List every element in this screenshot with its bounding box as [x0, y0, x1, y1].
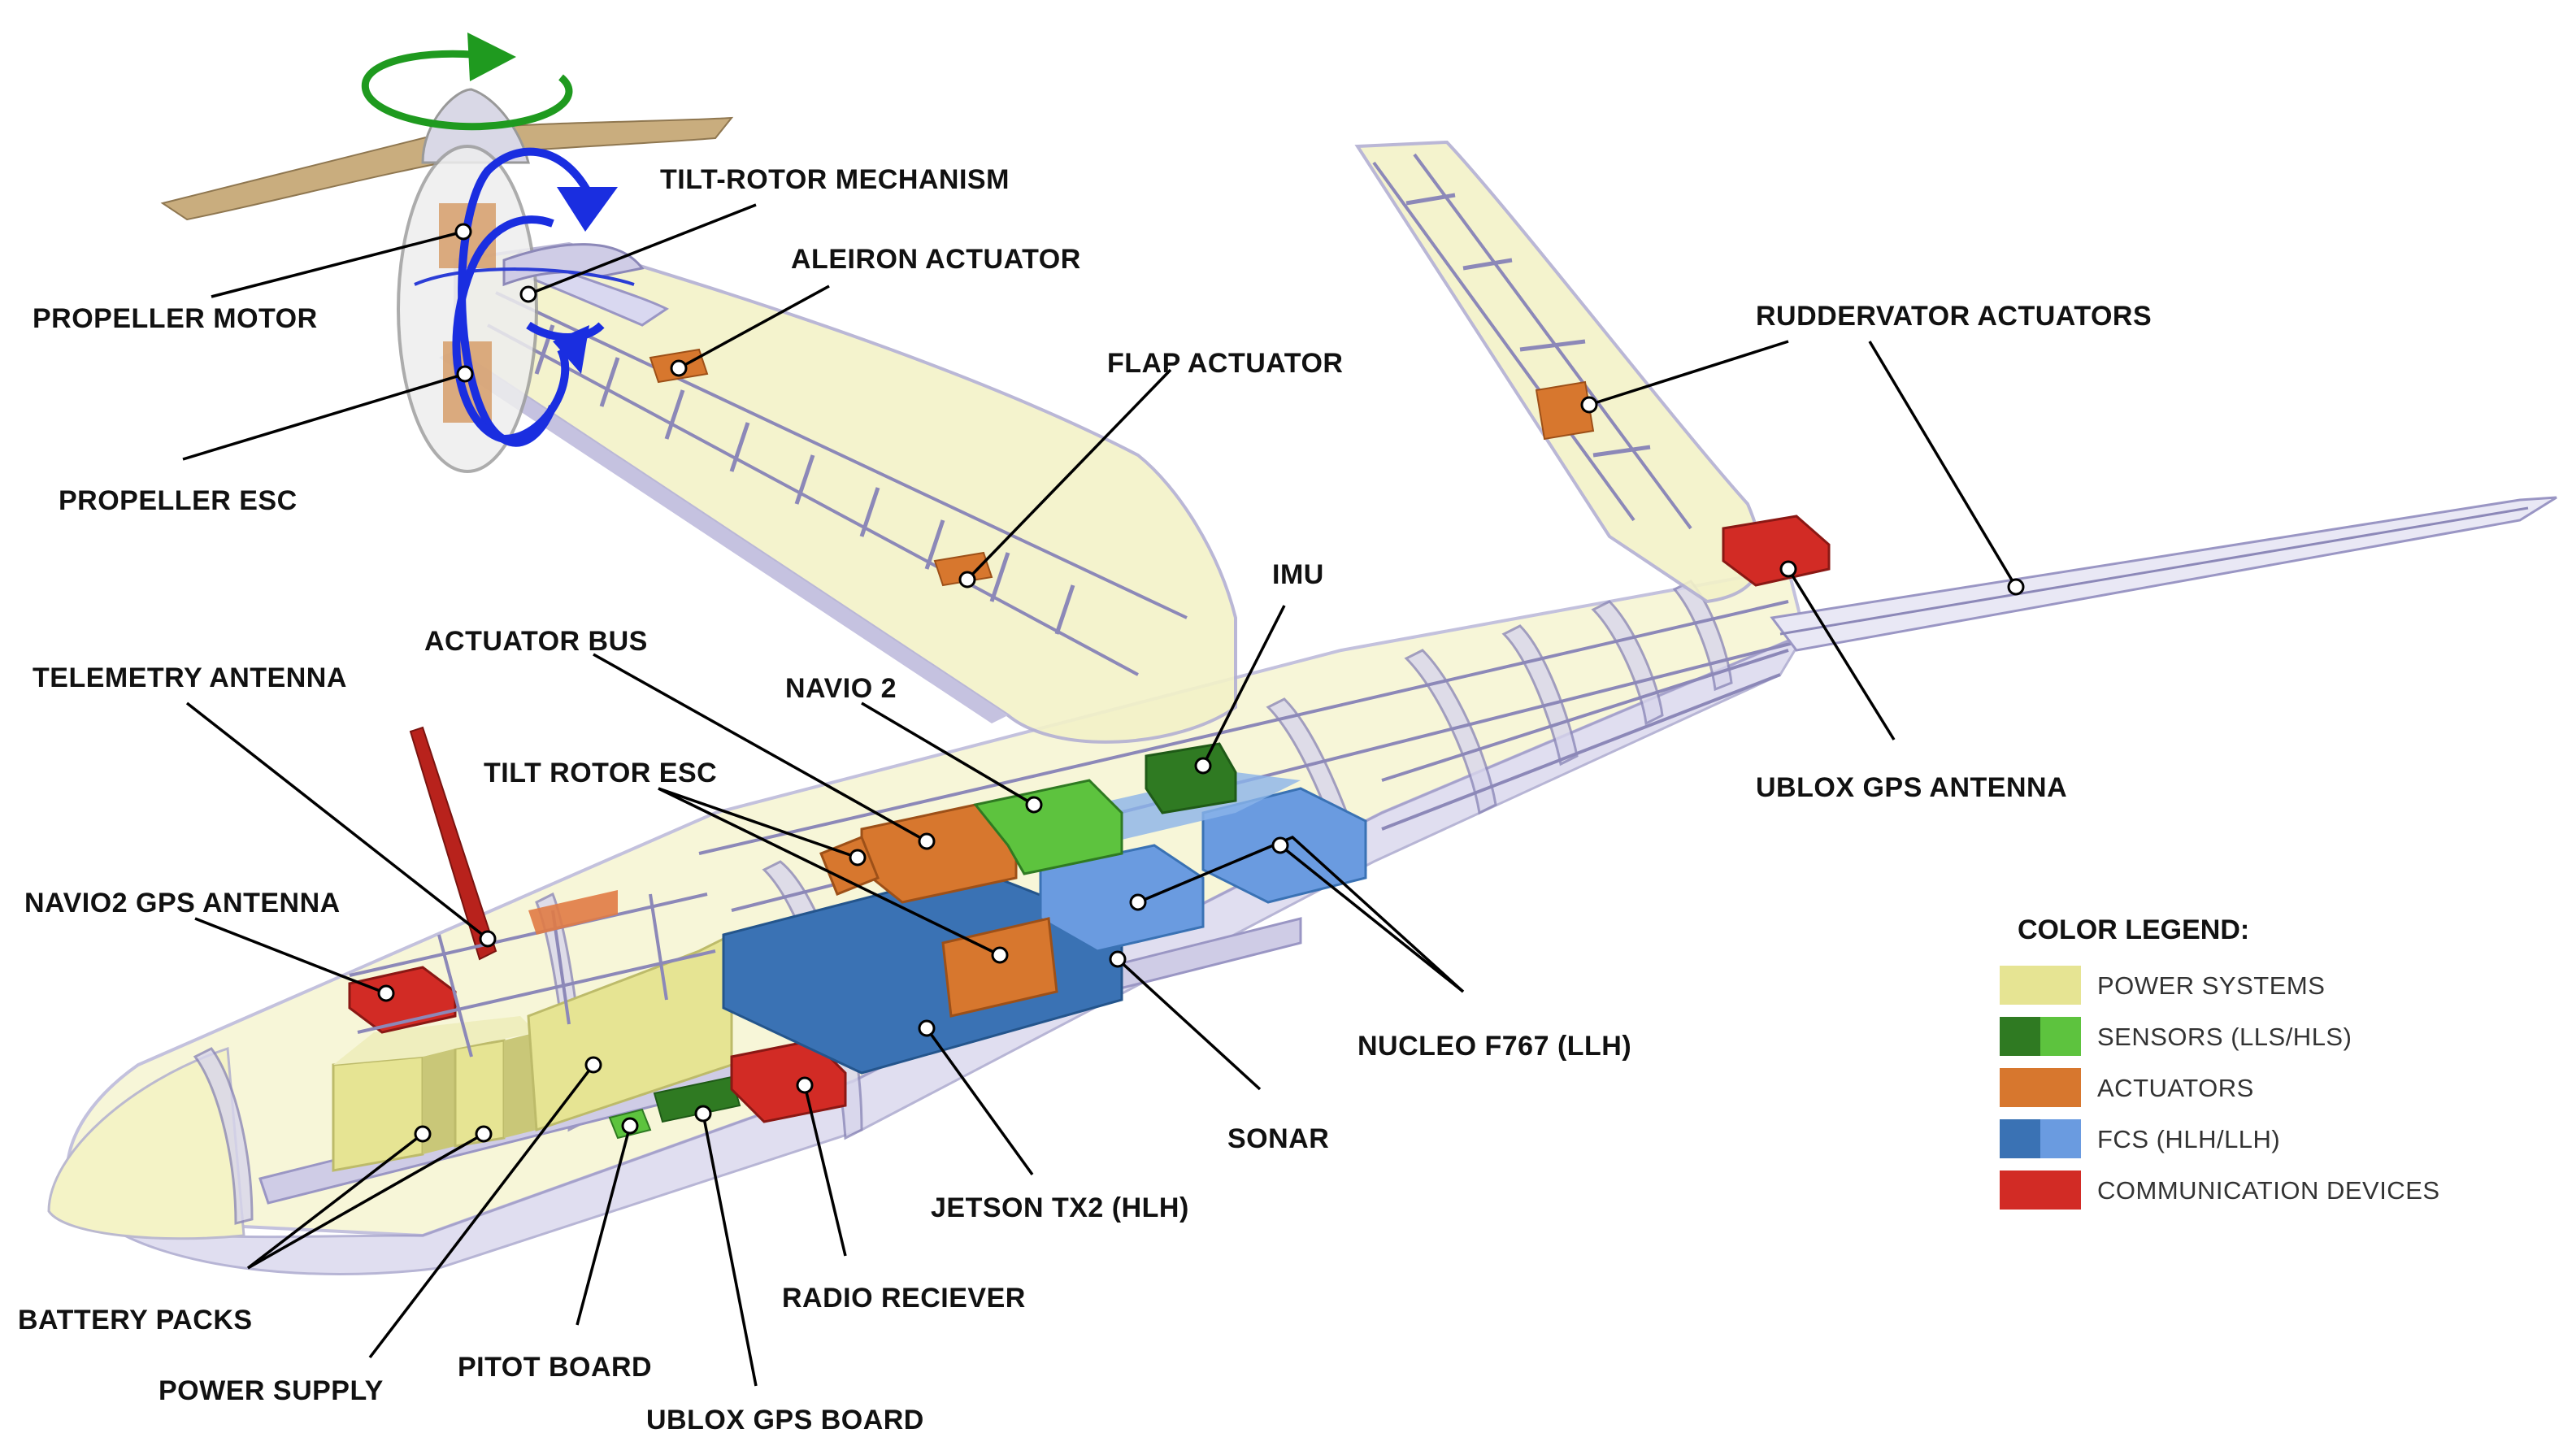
color-legend: COLOR LEGEND: POWER SYSTEMS SENSORS (LLS/…	[2000, 914, 2440, 1210]
rear-actuator	[528, 890, 618, 935]
label-battery-packs: BATTERY PACKS	[18, 1305, 253, 1336]
callout-labels: PROPELLER MOTOR TILT-ROTOR MECHANISM ALE…	[18, 164, 2152, 1435]
label-navio2-gps-antenna: NAVIO2 GPS ANTENNA	[24, 888, 341, 919]
label-ublox-gps-board: UBLOX GPS BOARD	[646, 1405, 924, 1435]
label-jetson-tx2: JETSON TX2 (HLH)	[931, 1192, 1189, 1223]
legend-swatch-left	[2000, 966, 2040, 1005]
telemetry-antenna-part	[409, 726, 497, 961]
label-tilt-rotor-mechanism: TILT-ROTOR MECHANISM	[660, 164, 1010, 195]
label-tilt-rotor-esc: TILT ROTOR ESC	[484, 758, 717, 788]
label-telemetry-antenna: TELEMETRY ANTENNA	[33, 662, 347, 693]
label-nucleo-f767: NUCLEO F767 (LLH)	[1358, 1031, 1631, 1062]
ublox-gps-board	[653, 1075, 741, 1123]
ruddervator-actuator-part	[1535, 380, 1595, 441]
label-power-supply: POWER SUPPLY	[159, 1375, 384, 1406]
legend-item-label: FCS (HLH/LLH)	[2097, 1125, 2280, 1153]
legend-swatch-right	[2040, 1017, 2081, 1056]
label-aleiron-actuator: ALEIRON ACTUATOR	[791, 244, 1081, 275]
propeller-rotation-arrow	[361, 33, 573, 131]
legend-swatch-right	[2040, 966, 2081, 1005]
label-propeller-esc: PROPELLER ESC	[59, 485, 298, 516]
label-flap-actuator: FLAP ACTUATOR	[1107, 348, 1343, 379]
legend-item-label: ACTUATORS	[2097, 1074, 2254, 1102]
legend-item-label: POWER SYSTEMS	[2097, 971, 2325, 1000]
battery-pack-top	[333, 1016, 536, 1065]
tilt-rotation-arrow-rear	[458, 147, 618, 447]
battery-pack-2-side	[504, 1032, 536, 1138]
legend-title: COLOR LEGEND:	[2018, 914, 2249, 945]
tilt-rotor-esc-2	[941, 917, 1058, 1018]
label-radio-receiver: RADIO RECIEVER	[782, 1283, 1026, 1314]
tilt-rotation-arrow-front	[452, 215, 605, 444]
legend-swatch-left	[2000, 1068, 2040, 1107]
label-navio2: NAVIO 2	[785, 673, 897, 704]
label-ruddervator-actuators: RUDDERVATOR ACTUATORS	[1756, 301, 2152, 332]
flap-actuator-part	[933, 551, 993, 587]
legend-item-label: SENSORS (LLS/HLS)	[2097, 1023, 2352, 1051]
label-sonar: SONAR	[1227, 1123, 1329, 1154]
tilt-rotor-esc	[819, 836, 880, 896]
label-ublox-gps-antenna: UBLOX GPS ANTENNA	[1756, 772, 2067, 803]
battery-pack-1	[332, 1055, 424, 1172]
nucleo-f767	[1039, 844, 1205, 953]
leader-lines	[182, 203, 2018, 1387]
components	[332, 348, 1831, 1172]
legend-swatch-left	[2000, 1171, 2040, 1210]
navio2	[973, 779, 1123, 875]
legend-swatch-right	[2040, 1171, 2081, 1210]
main-wing	[439, 241, 1237, 744]
label-pitot-board: PITOT BOARD	[458, 1352, 652, 1383]
battery-pack-1-side	[423, 1049, 455, 1154]
legend-swatch-right	[2040, 1119, 2081, 1158]
ublox-gps-antenna-part	[1722, 515, 1831, 587]
label-actuator-bus: ACTUATOR BUS	[424, 626, 648, 657]
legend-swatch-right	[2040, 1068, 2081, 1107]
leader-dots	[377, 223, 2025, 1143]
label-propeller-motor: PROPELLER MOTOR	[33, 303, 318, 334]
legend-swatch-left	[2000, 1119, 2040, 1158]
legend-swatch-left	[2000, 1017, 2040, 1056]
imu	[1145, 742, 1237, 814]
legend-item-label: COMMUNICATION DEVICES	[2097, 1176, 2440, 1205]
v-tail	[1354, 140, 2557, 652]
label-imu: IMU	[1272, 559, 1324, 590]
